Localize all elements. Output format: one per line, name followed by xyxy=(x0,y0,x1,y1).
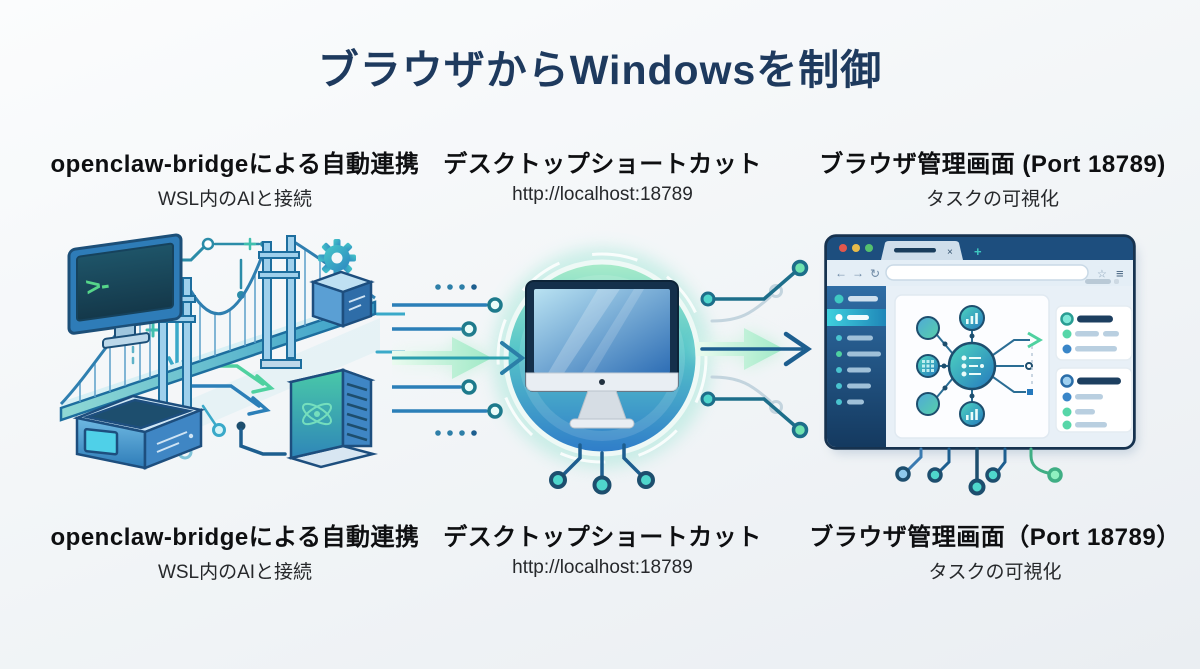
label-shortcut-bottom: デスクトップショートカット http://localhost:18789 xyxy=(430,517,775,579)
label-subtitle: WSL内のAIと接続 xyxy=(157,189,313,210)
back-icon: ← xyxy=(835,266,847,280)
plain-node xyxy=(916,316,940,340)
server-box-icon xyxy=(72,394,206,470)
sidebar-logo-icon xyxy=(834,294,844,304)
label-subtitle: http://localhost:18789 xyxy=(512,557,693,578)
bridge-illustration: >- xyxy=(59,233,405,470)
traffic-lights-icon xyxy=(839,244,873,252)
ai-server-icon xyxy=(286,368,378,469)
url-bar xyxy=(885,264,1089,281)
label-subtitle: http://localhost:18789 xyxy=(512,184,693,205)
new-tab-icon: + xyxy=(974,244,982,259)
menu-icon: ≡ xyxy=(1116,266,1124,281)
chevron-arrow-icon xyxy=(500,341,526,375)
label-subtitle: WSL内のAIと接続 xyxy=(157,562,313,583)
task-node-graph xyxy=(916,305,1043,427)
label-browser-top: ブラウザ管理画面 (Port 18789) タスクの可視化 xyxy=(795,144,1190,211)
sidebar-items xyxy=(827,294,886,405)
label-heading: デスクトップショートカット xyxy=(443,151,762,178)
star-icon: ☆ xyxy=(1097,269,1107,281)
label-heading: デスクトップショートカット xyxy=(443,524,762,551)
cargo-box-icon xyxy=(309,270,375,328)
label-openclaw-top: openclaw-bridgeによる自動連携 WSL内のAIと接続 xyxy=(40,144,430,211)
tab-title-bar xyxy=(894,248,936,253)
grid-icon xyxy=(922,360,934,372)
data-flow-left xyxy=(392,284,526,436)
gear-icon xyxy=(318,239,356,277)
browser-illustration: × + ← → ↻ ☆ ≡ xyxy=(824,234,1138,496)
chevron-arrow-icon xyxy=(783,331,812,367)
status-cards xyxy=(1055,305,1133,433)
header-dot-placeholder xyxy=(1114,279,1119,284)
data-flow-right xyxy=(696,259,812,439)
imac-icon xyxy=(525,280,679,429)
plain-node xyxy=(916,392,940,416)
terminal-monitor-icon: >- xyxy=(67,233,183,349)
browser-nav: ← → ↻ ☆ ≡ xyxy=(835,264,1124,281)
drop-lines-center xyxy=(549,443,655,495)
bar-chart-icon xyxy=(966,313,978,324)
label-heading: openclaw-bridgeによる自動連携 xyxy=(50,524,420,551)
bar-chart-icon xyxy=(966,409,978,420)
label-subtitle: タスクの可視化 xyxy=(925,189,1059,210)
tab-close-icon: × xyxy=(947,247,953,258)
label-heading: ブラウザ管理画面（Port 18789） xyxy=(809,524,1181,551)
atom-icon xyxy=(302,402,332,426)
terminal-prompt: >- xyxy=(84,269,112,302)
page-title: ブラウザからWindowsを制御 xyxy=(317,47,883,93)
label-subtitle: タスクの可視化 xyxy=(928,562,1062,583)
browser-tab: × + xyxy=(881,241,982,260)
label-heading: ブラウザ管理画面 (Port 18789) xyxy=(819,151,1166,178)
drop-lines-right xyxy=(895,447,1063,496)
label-heading: openclaw-bridgeによる自動連携 xyxy=(50,151,420,178)
green-arrow-icon xyxy=(1027,331,1043,349)
forward-icon: → xyxy=(852,266,864,280)
label-browser-bottom: ブラウザ管理画面（Port 18789） タスクの可視化 xyxy=(795,517,1195,584)
central-node-list xyxy=(961,355,984,377)
desktop-illustration xyxy=(392,248,812,495)
label-shortcut-top: デスクトップショートカット http://localhost:18789 xyxy=(430,144,775,206)
header-bar-placeholder xyxy=(1085,279,1111,284)
bridge-icon xyxy=(59,235,377,422)
imac-camera-dot xyxy=(599,379,605,385)
reload-icon: ↻ xyxy=(870,267,880,281)
label-openclaw-bottom: openclaw-bridgeによる自動連携 WSL内のAIと接続 xyxy=(40,517,430,584)
circuit-lines xyxy=(131,237,405,460)
